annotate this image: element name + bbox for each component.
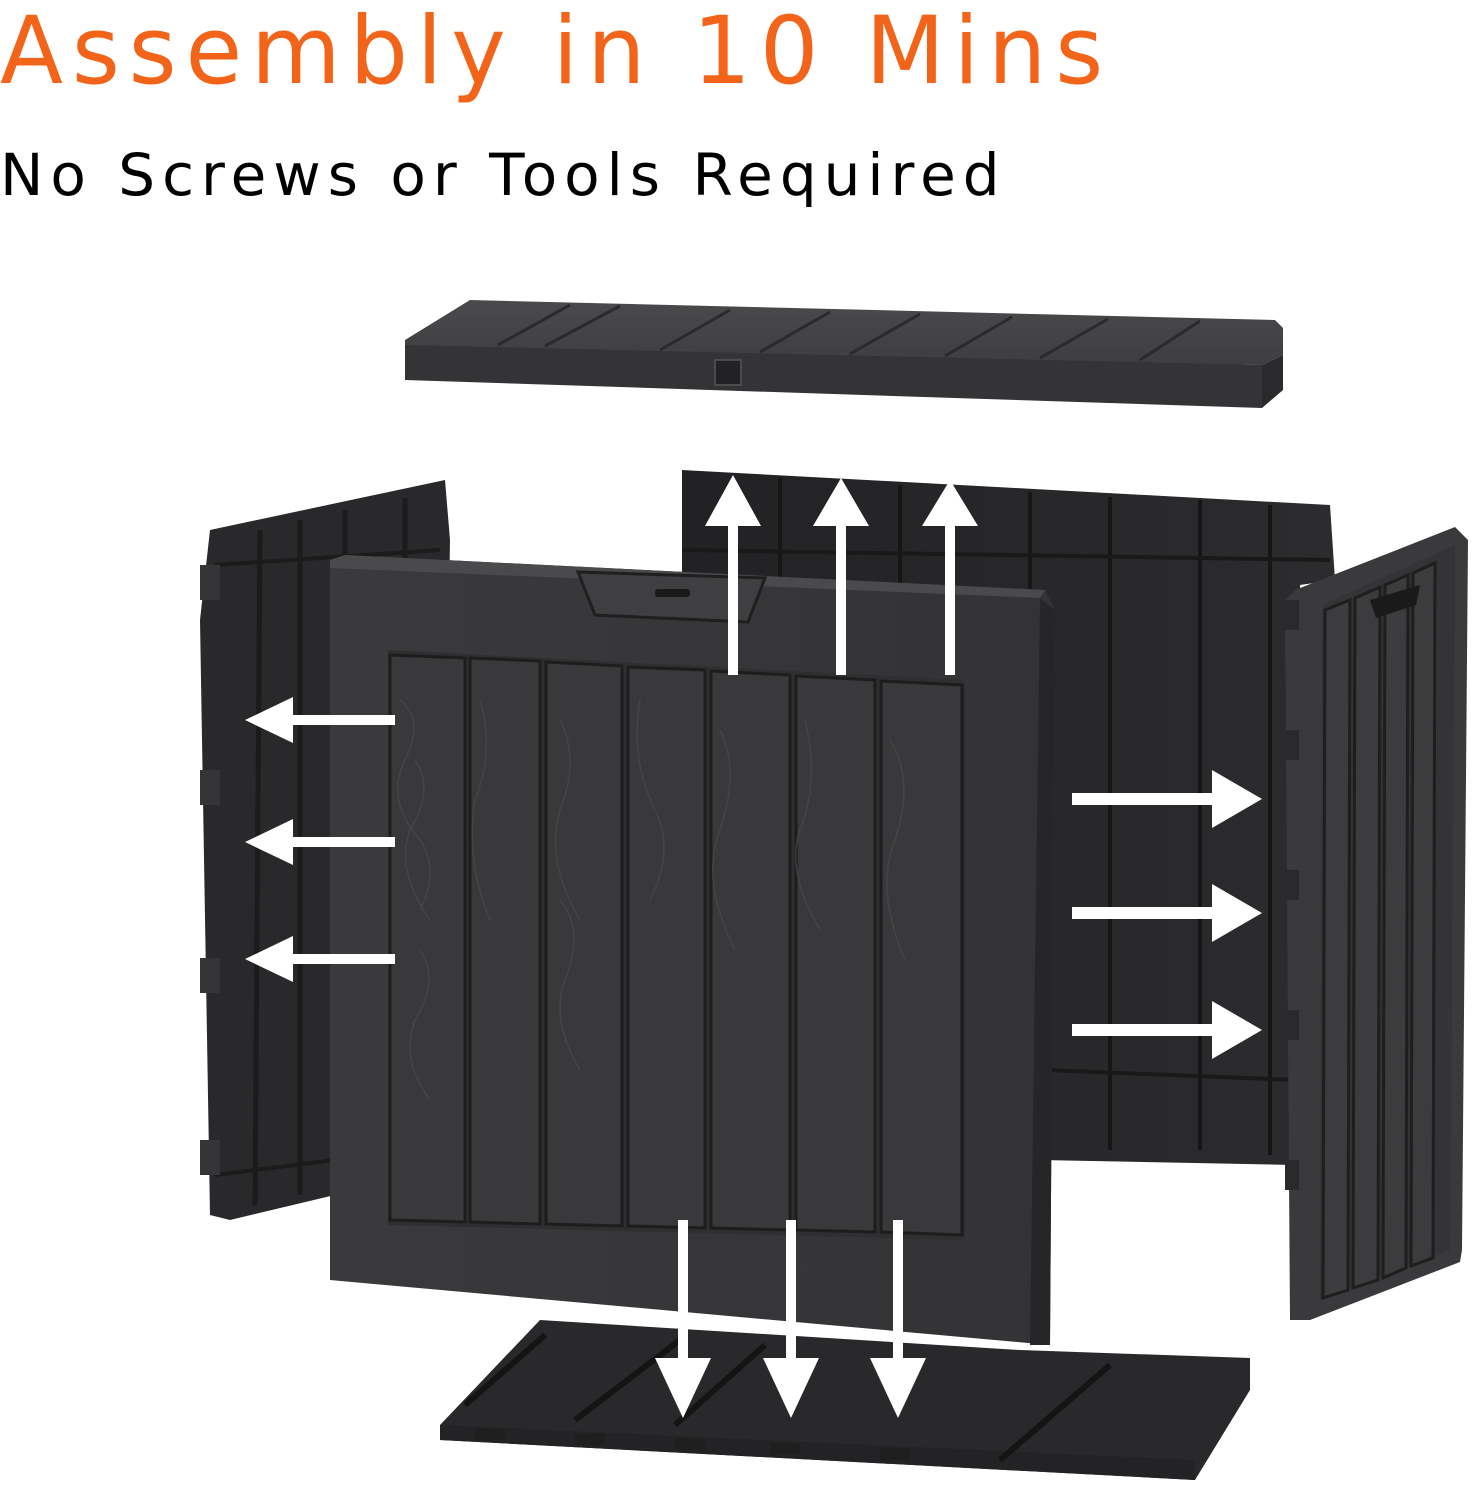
arrow-left-icon — [245, 819, 395, 865]
arrow-down-icon — [763, 1220, 819, 1418]
arrow-up-icon — [813, 478, 869, 675]
arrow-left-icon — [245, 936, 395, 982]
arrow-right-icon — [1072, 884, 1262, 942]
arrow-right-group — [1072, 770, 1262, 1059]
headline: Assembly in 10 Mins — [0, 0, 1113, 106]
arrow-down-icon — [655, 1220, 711, 1418]
arrow-down-group — [655, 1220, 926, 1418]
subheadline: No Screws or Tools Required — [0, 141, 1007, 209]
arrow-right-icon — [1072, 1001, 1262, 1059]
front-panel-part — [330, 555, 1055, 1345]
arrow-left-group — [245, 697, 395, 982]
base-part — [440, 1320, 1250, 1480]
arrow-right-icon — [1072, 770, 1262, 828]
lid-part — [405, 300, 1283, 408]
arrow-up-group — [705, 475, 978, 675]
back-panel-part — [681, 470, 1335, 1165]
right-side-panel-part — [1285, 527, 1468, 1320]
arrow-up-icon — [705, 475, 761, 675]
arrow-up-icon — [922, 480, 978, 675]
arrow-down-icon — [870, 1220, 926, 1418]
arrow-left-icon — [245, 697, 395, 743]
